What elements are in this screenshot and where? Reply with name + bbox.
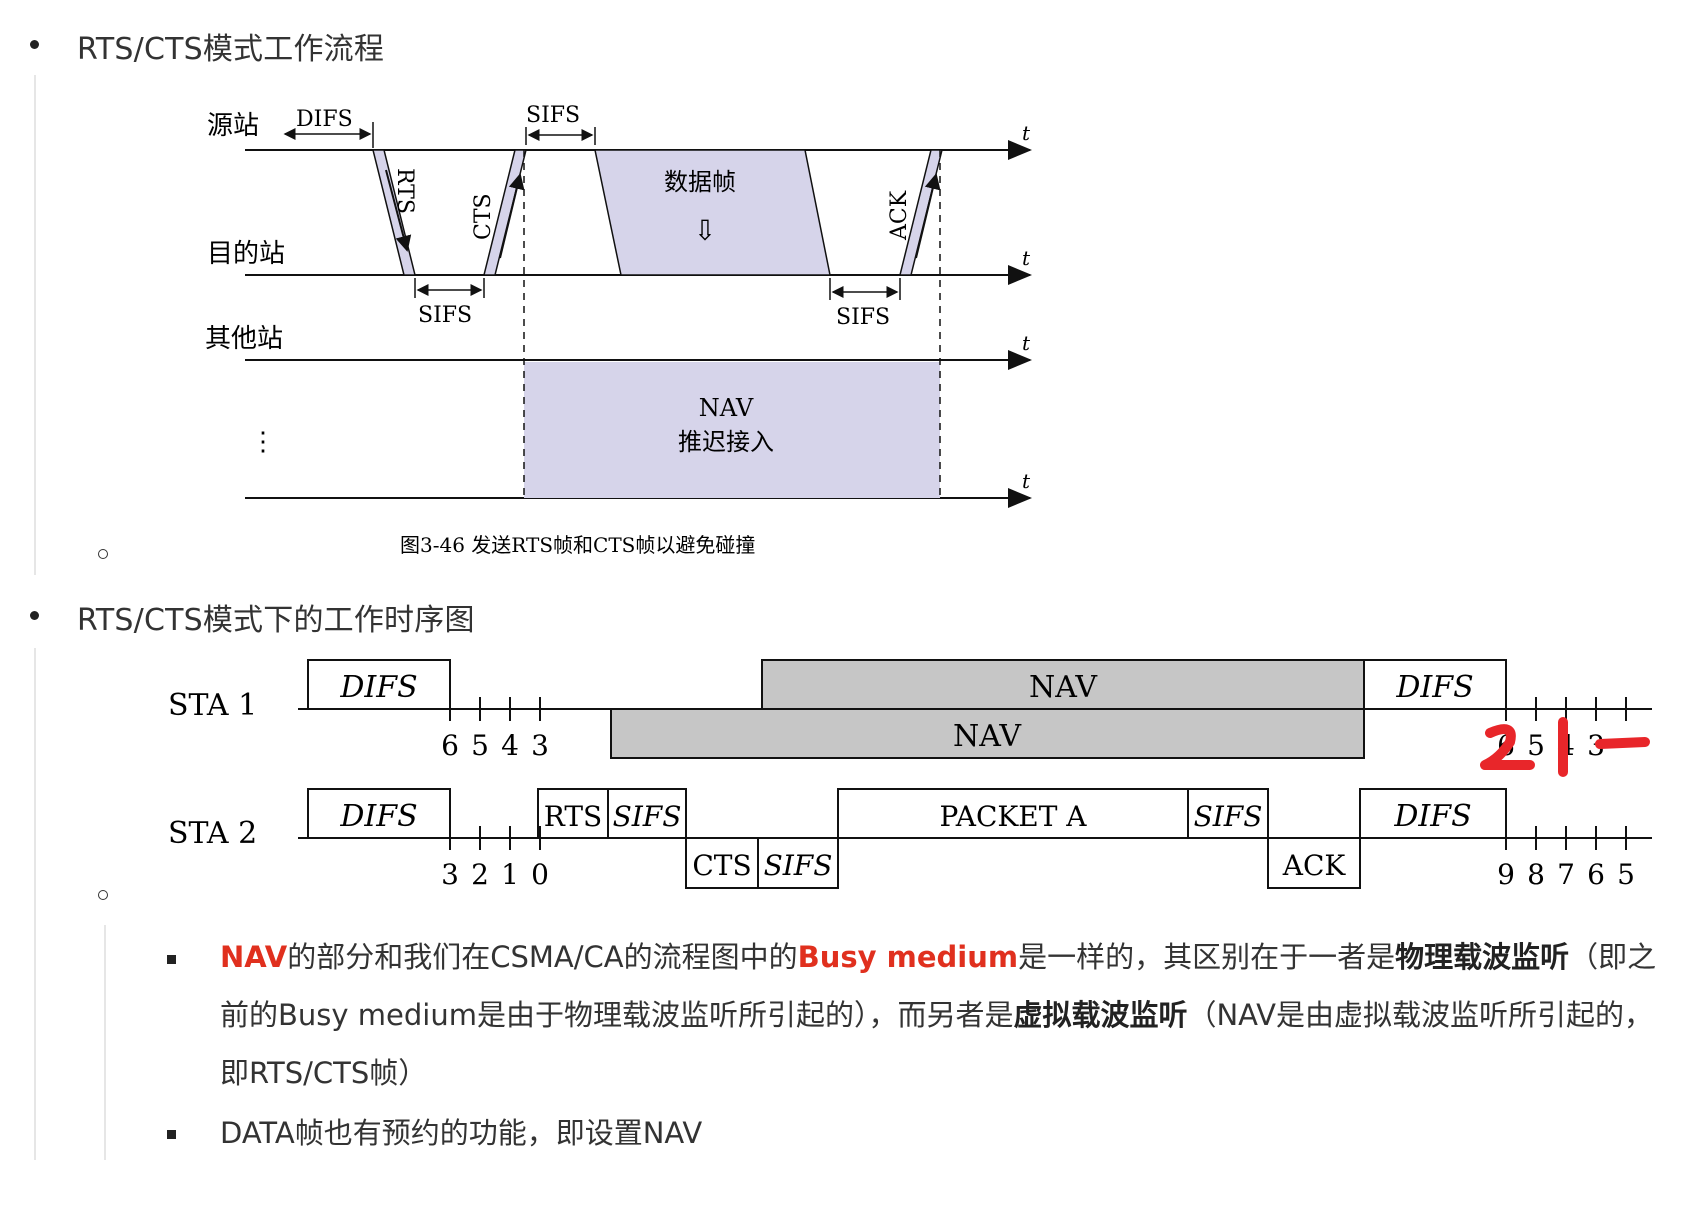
- sta2-sifs-box: [607, 788, 687, 839]
- time-label: t: [1022, 331, 1031, 355]
- nav-deferral-region: [524, 362, 940, 498]
- svg-text:DIFS: DIFS: [1395, 670, 1473, 705]
- svg-text:DIFS: DIFS: [1393, 799, 1471, 834]
- svg-text:SIFS: SIFS: [613, 800, 682, 833]
- sta2-rts-box: [537, 788, 609, 839]
- sta2-cts-box: [685, 837, 759, 889]
- sifs-label: SIFS: [836, 305, 890, 330]
- bullet-square: [167, 955, 176, 964]
- sta2-label: STA 2: [168, 816, 257, 851]
- sub-bullet: [98, 890, 108, 900]
- nav-label: NAV: [699, 394, 754, 422]
- svg-text:3: 3: [531, 729, 549, 762]
- rts-label: RTS: [392, 168, 417, 214]
- sub-bullet: [98, 549, 108, 559]
- sifs-label: SIFS: [526, 103, 580, 128]
- svg-text:NAV: NAV: [953, 719, 1022, 754]
- time-label: t: [1022, 246, 1031, 270]
- rts-cts-timing-diagram: STA 1 DIFS NAV NAV DIFS 6 5 4 3 6 5 4 3 …: [168, 659, 1652, 891]
- svg-text:DIFS: DIFS: [339, 799, 417, 834]
- svg-text:9: 9: [1497, 858, 1515, 891]
- figure-caption: 图3-46 发送RTS帧和CTS帧以避免碰撞: [400, 533, 755, 557]
- indent-guide: [34, 75, 36, 575]
- handwritten-annotation: [1480, 717, 1650, 777]
- svg-text:PACKET A: PACKET A: [939, 800, 1087, 833]
- defer-access-label: 推迟接入: [678, 428, 774, 456]
- section-title-timing-diagram: RTS/CTS模式下的工作时序图: [77, 603, 475, 638]
- sta1-nav-lower: [610, 708, 1365, 759]
- label-source: 源站: [207, 111, 259, 141]
- sta2-packet-box: [837, 788, 1189, 839]
- down-arrow-icon: ⇩: [693, 214, 716, 247]
- cts-label: CTS: [471, 193, 496, 240]
- svg-text:0: 0: [531, 858, 549, 891]
- svg-text:5: 5: [1617, 858, 1635, 891]
- svg-text:6: 6: [441, 729, 459, 762]
- sta1-nav-upper: [761, 659, 1365, 710]
- sta2-sifs-box-2: [757, 837, 839, 889]
- svg-text:4: 4: [501, 729, 519, 762]
- sta2-sifs-box-3: [1187, 788, 1269, 839]
- svg-text:3: 3: [441, 858, 459, 891]
- time-label: t: [1022, 121, 1031, 145]
- svg-text:5: 5: [1527, 729, 1545, 762]
- svg-text:2: 2: [471, 858, 489, 891]
- svg-text:1: 1: [501, 858, 519, 891]
- bullet: [30, 40, 39, 49]
- sta2-ack-box: [1267, 837, 1361, 889]
- data-frame: [594, 149, 831, 276]
- svg-text:DIFS: DIFS: [339, 670, 417, 705]
- sta2-difs-box-2: [1359, 788, 1507, 839]
- svg-text:RTS: RTS: [544, 800, 602, 833]
- sta1-difs-box: [307, 659, 451, 710]
- time-label: t: [1022, 469, 1031, 493]
- ellipsis: ⋮: [250, 427, 276, 457]
- ack-label: ACK: [887, 190, 912, 241]
- svg-text:ACK: ACK: [1282, 849, 1347, 882]
- rts-cts-flow-diagram: t t t t 源站 目的站 其他站 ⋮ DIFS RTS CTS SIFS S…: [205, 103, 1032, 557]
- svg-text:5: 5: [471, 729, 489, 762]
- svg-text:CTS: CTS: [692, 849, 751, 882]
- bullet: [30, 611, 39, 620]
- note-data-frame-nav: DATA帧也有预约的功能，即设置NAV: [220, 1116, 703, 1150]
- svg-text:7: 7: [1557, 858, 1575, 891]
- label-destination: 目的站: [207, 239, 285, 269]
- bullet-square: [167, 1130, 176, 1139]
- indent-guide: [104, 925, 106, 1160]
- svg-text:6: 6: [1587, 858, 1605, 891]
- sifs-label: SIFS: [418, 303, 472, 328]
- sta2-difs-box: [307, 788, 451, 839]
- sta1-difs-box-2: [1363, 659, 1507, 710]
- svg-text:8: 8: [1527, 858, 1545, 891]
- svg-text:NAV: NAV: [1029, 670, 1098, 705]
- indent-guide: [34, 648, 36, 1160]
- note-physical-vs-virtual: NAV的部分和我们在CSMA/CA的流程图中的Busy medium是一样的，其…: [220, 940, 1657, 1090]
- section-title-rts-cts-flow: RTS/CTS模式工作流程: [77, 32, 385, 67]
- svg-text:SIFS: SIFS: [1194, 800, 1263, 833]
- sta1-label: STA 1: [168, 688, 257, 723]
- data-frame-label: 数据帧: [664, 168, 736, 196]
- label-other-stations: 其他站: [205, 324, 283, 354]
- svg-text:SIFS: SIFS: [764, 849, 833, 882]
- difs-label: DIFS: [296, 107, 353, 132]
